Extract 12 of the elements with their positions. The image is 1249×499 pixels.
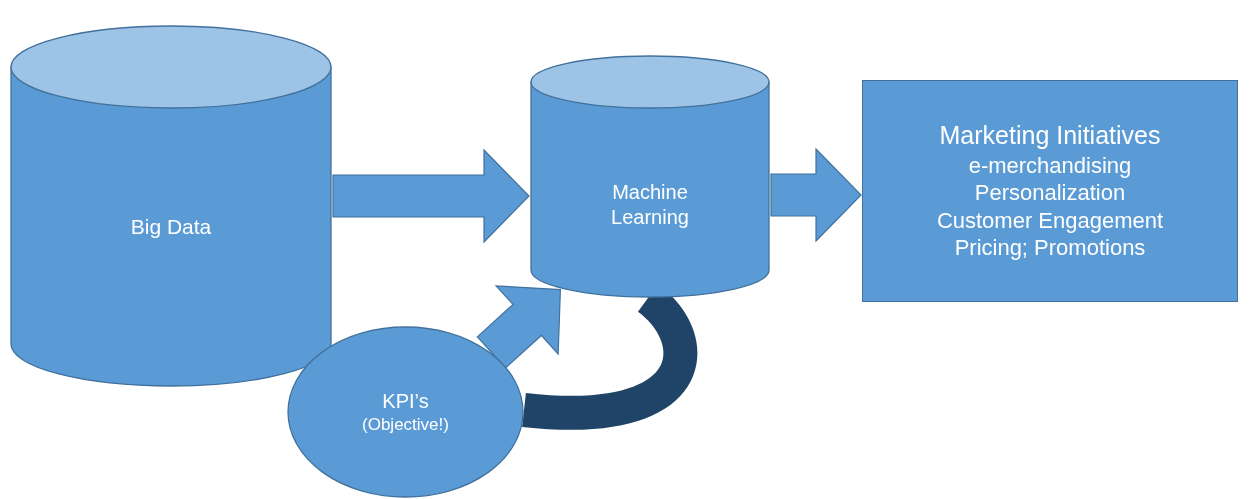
node-text: (Objective!) [362,413,449,436]
block-arrow [476,285,562,369]
node-text: Customer Engagement [936,206,1164,235]
node-title: Machine Learning [610,180,690,230]
block-arrow [332,148,530,244]
node-title: Big Data [130,213,212,240]
node-text: Personalization [974,179,1126,207]
node-text: e-merchandising [968,151,1132,180]
node-title: KPI’s [382,388,429,414]
node-title: Marketing Initiatives [939,120,1161,152]
block-arrow [770,147,862,243]
node-text: Pricing; Promotions [954,234,1146,262]
